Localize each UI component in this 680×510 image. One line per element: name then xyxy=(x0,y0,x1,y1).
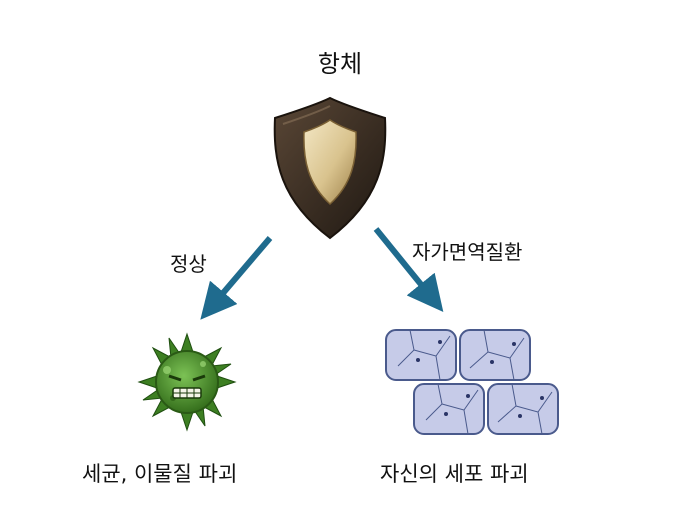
cell-block xyxy=(487,383,559,435)
cell-block xyxy=(459,329,531,381)
shield-icon xyxy=(273,96,387,240)
arrow-down-right-icon xyxy=(373,227,444,312)
destroy-own-cells-caption: 자신의 세포 파괴 xyxy=(380,462,529,486)
autoimmune-label: 자가면역질환 xyxy=(412,240,523,264)
germ-icon xyxy=(137,332,237,432)
antibody-title: 항체 xyxy=(317,50,363,78)
cell-block xyxy=(413,383,485,435)
cells-icon xyxy=(385,329,559,435)
cell-block xyxy=(385,329,457,381)
arrow-down-left-icon xyxy=(200,236,273,320)
destroy-germs-caption: 세균, 이물질 파괴 xyxy=(82,462,238,486)
normal-label: 정상 xyxy=(170,252,207,276)
